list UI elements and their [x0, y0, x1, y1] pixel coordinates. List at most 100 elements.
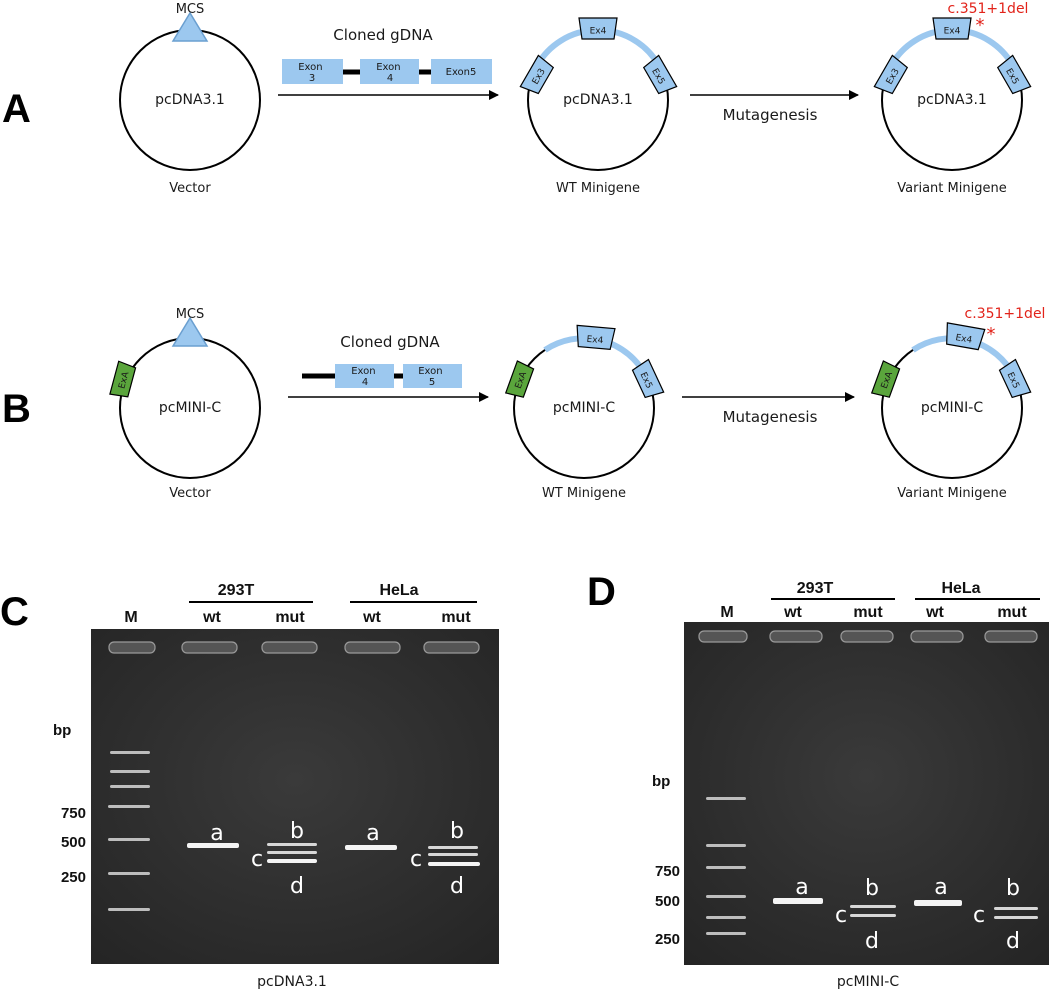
vector-plasmid-a: MCS pcDNA3.1 Vector — [119, 2, 261, 196]
cell-line-label: 293T — [218, 582, 255, 599]
lane-label: wt — [362, 609, 381, 626]
sample-bands — [187, 843, 480, 866]
band-label: c — [835, 903, 847, 928]
ladder-band — [706, 844, 746, 847]
marker-lane-label: M — [720, 604, 733, 621]
lane-label: mut — [853, 604, 883, 621]
gel-well — [181, 641, 238, 654]
mutation-label: c.351+1del — [965, 306, 1046, 322]
mcs-label: MCS — [176, 307, 205, 322]
gel-band — [914, 900, 962, 906]
panel-b: B MCS ExA pcMINI-C Vector Cloned gDNA Ex… — [2, 306, 1045, 501]
ladder-band — [706, 916, 746, 919]
wt-minigene-a: Ex4 Ex3 Ex5 pcDNA3.1 WT Minigene — [519, 17, 678, 196]
ladder-band — [108, 908, 150, 911]
gel-well — [261, 641, 318, 654]
exon-icon — [578, 17, 618, 40]
ladder-band — [110, 751, 150, 754]
gel-band — [267, 843, 317, 846]
insert-title: Cloned gDNA — [333, 26, 433, 44]
lane-label: mut — [997, 604, 1027, 621]
exon-icon — [642, 54, 678, 95]
gel-band — [428, 862, 480, 866]
cell-line-label: 293T — [797, 580, 834, 597]
panel-letter-b: B — [2, 387, 31, 431]
panel-d: D M 293T HeLa wt mut wt mut bp 750 500 2… — [587, 570, 1049, 990]
gel-band — [994, 907, 1038, 910]
mcs-triangle-icon — [171, 316, 209, 347]
lane-label: wt — [783, 604, 802, 621]
plasmid-caption: Variant Minigene — [897, 181, 1006, 196]
panel-letter-c: C — [0, 590, 29, 634]
band-label: d — [865, 929, 879, 954]
band-label: c — [251, 847, 263, 872]
gel-wells — [698, 630, 1038, 643]
gel-band — [994, 916, 1038, 919]
exon-label: Ex4 — [955, 333, 973, 346]
exon-icon — [109, 360, 137, 398]
variant-minigene-b: Ex4 ExA Ex5 c.351+1del * pcMINI-C Varian… — [870, 306, 1046, 501]
plasmid-name: pcDNA3.1 — [563, 92, 633, 108]
gel-well — [769, 630, 823, 643]
gel-band — [187, 843, 239, 848]
exon-icon — [519, 54, 555, 95]
cell-line-label: HeLa — [941, 580, 980, 597]
gel-image — [91, 629, 499, 964]
vector-plasmid-b: MCS ExA pcMINI-C Vector — [109, 307, 261, 501]
plasmid-caption: Variant Minigene — [897, 486, 1006, 501]
plasmid-caption: Vector — [169, 486, 211, 501]
size-label: 500 — [655, 893, 680, 910]
mutation-label: c.351+1del — [948, 1, 1029, 17]
band-label: d — [290, 874, 304, 899]
gel-well — [910, 630, 964, 643]
exon-icon — [996, 54, 1032, 95]
variant-minigene-a: Ex4 Ex3 Ex5 c.351+1del * pcDNA3.1 Varian… — [873, 1, 1032, 196]
gel-well — [840, 630, 894, 643]
exon-icon — [576, 324, 616, 351]
gel-wells — [108, 641, 480, 654]
exon-box — [282, 59, 343, 84]
mcs-triangle-icon — [171, 11, 209, 42]
gel-well — [108, 641, 156, 654]
gel-band — [428, 846, 478, 849]
sample-bands — [773, 898, 1038, 919]
gel-caption: pcDNA3.1 — [257, 974, 327, 990]
exon-icon — [946, 322, 986, 351]
lane-label: mut — [275, 609, 305, 626]
gel-band — [267, 859, 317, 863]
size-label: 750 — [655, 863, 680, 880]
band-label: a — [366, 821, 379, 846]
gel-image — [684, 622, 1049, 965]
gel-band — [345, 845, 397, 850]
marker-ladder — [108, 751, 150, 911]
gel-band — [267, 851, 317, 854]
exon-label: Exon 3 — [298, 62, 326, 84]
plasmid-name: pcMINI-C — [553, 400, 615, 416]
exon-label: ExA — [117, 370, 131, 390]
gel-caption: pcMINI-C — [837, 974, 899, 990]
ladder-band — [108, 872, 150, 875]
exon-box — [431, 59, 492, 84]
size-label: 500 — [61, 834, 86, 851]
marker-lane-label: M — [124, 609, 137, 626]
marker-ladder — [706, 797, 746, 935]
plasmid-name: pcDNA3.1 — [155, 92, 225, 108]
band-label: c — [973, 903, 985, 928]
lane-label: mut — [441, 609, 471, 626]
plasmid-name: pcDNA3.1 — [917, 92, 987, 108]
gel-well — [344, 641, 401, 654]
band-label: a — [934, 875, 947, 900]
bp-label: bp — [652, 773, 670, 790]
exon-icon — [631, 358, 665, 399]
exon-box — [335, 364, 394, 388]
panel-letter-a: A — [2, 87, 31, 131]
cell-line-label: HeLa — [379, 582, 418, 599]
exon-label: Exon 5 — [418, 366, 446, 388]
exon-label: Ex4 — [586, 335, 604, 346]
ladder-band — [108, 838, 150, 841]
ladder-band — [110, 770, 150, 773]
exon-label: Exon5 — [446, 67, 477, 78]
band-label: b — [865, 876, 879, 901]
band-label: b — [290, 819, 304, 844]
